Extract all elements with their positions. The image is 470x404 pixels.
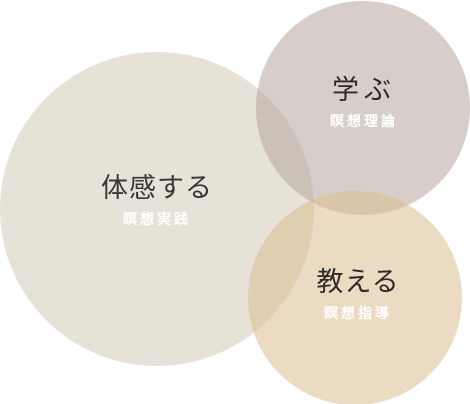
learn-title: 学ぶ: [332, 75, 396, 106]
circle-learn: [256, 1, 470, 215]
teach-label: 教える 瞑想指導: [316, 267, 399, 323]
teach-subtitle: 瞑想指導: [323, 306, 392, 322]
learn-label: 学ぶ 瞑想理論: [330, 75, 398, 131]
experience-subtitle: 瞑想実践: [123, 212, 191, 228]
learn-subtitle: 瞑想理論: [330, 114, 398, 130]
experience-title: 体感する: [101, 173, 213, 204]
experience-label: 体感する 瞑想実践: [101, 173, 213, 229]
circle-experience: [0, 52, 314, 366]
teach-title: 教える: [316, 267, 400, 298]
circle-teach: [248, 191, 462, 404]
